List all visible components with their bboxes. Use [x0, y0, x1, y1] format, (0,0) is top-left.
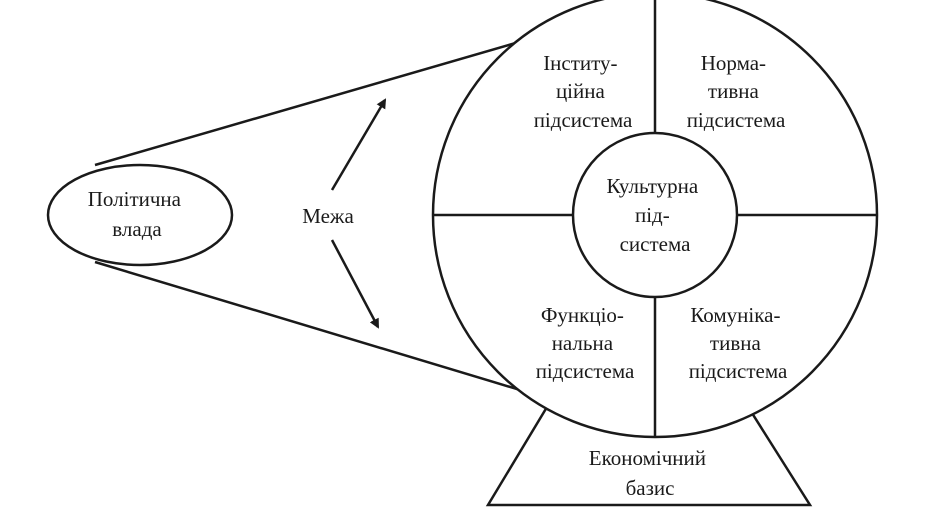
boundary-arrow-down — [330, 239, 380, 329]
boundary-line-lower — [94, 260, 571, 407]
institutional-subsystem-label: Інститу- ційна підсистема — [534, 51, 633, 132]
normative-subsystem-label: Норма- тивна підсистема — [687, 51, 786, 132]
boundary-arrow-up — [330, 98, 387, 191]
functional-subsystem-label: Функціо- нальна підсистема — [536, 303, 635, 383]
economic-basis-label: Економічний базис — [589, 446, 711, 500]
boundary-label: Межа — [302, 204, 354, 228]
political-power-ellipse — [46, 163, 234, 267]
cultural-subsystem-label: Культурна під- система — [607, 174, 704, 256]
political-power-label: Політична влада — [88, 187, 187, 241]
cultural-subsystem-circle — [571, 131, 739, 299]
communicative-subsystem-label: Комуніка- тивна підсистема — [689, 303, 788, 383]
